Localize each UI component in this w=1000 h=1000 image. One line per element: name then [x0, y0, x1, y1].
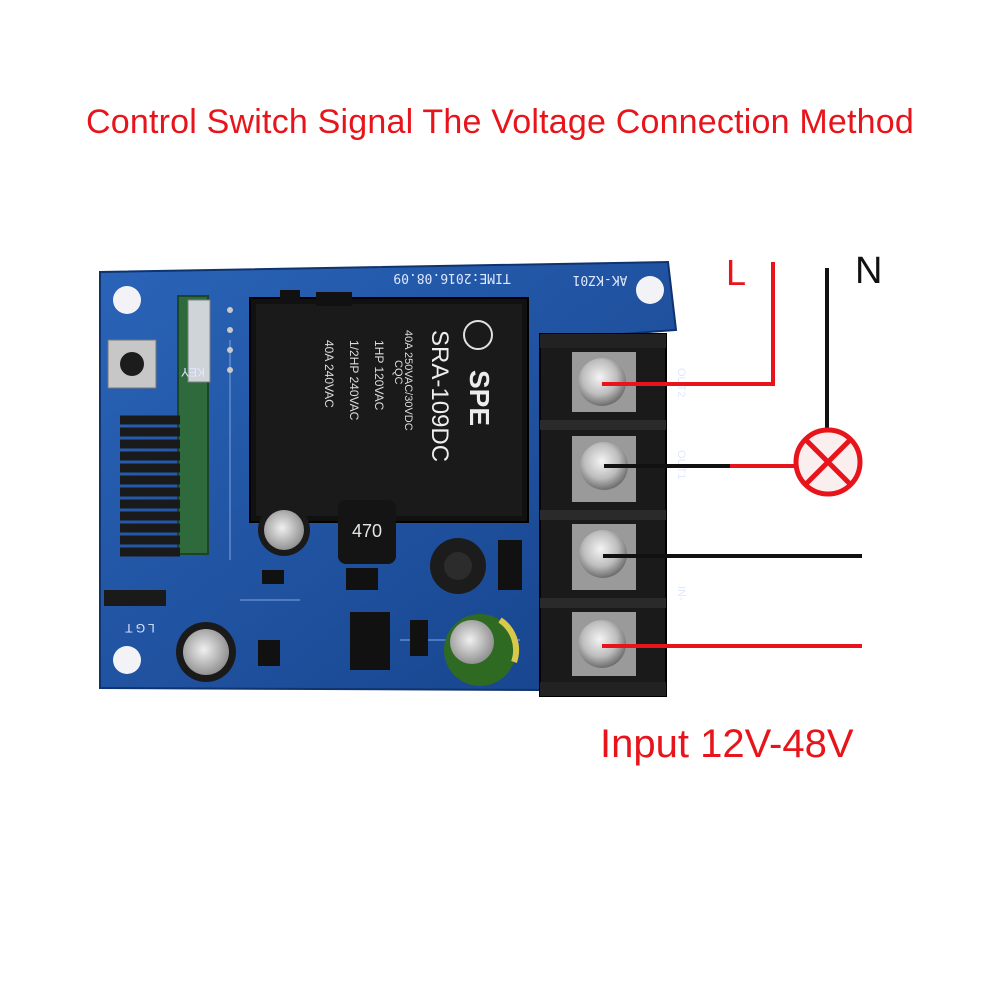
relay-cert: CQC: [392, 360, 404, 385]
board-time-text: TIME:2016.08.09: [393, 270, 510, 285]
inductor: 470: [338, 500, 396, 564]
mount-hole: [636, 276, 664, 304]
board-model-text: AK-KZ01: [573, 272, 628, 287]
mount-hole: [113, 646, 141, 674]
capacitor-green: [444, 614, 520, 686]
capacitor-left: [176, 622, 236, 682]
wires: [602, 262, 862, 648]
lamp-icon: [793, 427, 863, 497]
diagram-title: Control Switch Signal The Voltage Connec…: [86, 103, 914, 141]
relay-rating-4: 40A 240VAC: [322, 340, 336, 408]
relay-brand-logo-icon: [463, 320, 493, 350]
smd-components: [258, 290, 522, 670]
rf-receiver-module: [177, 295, 233, 555]
relay-rating-1: 40A 250VAC/30VDC: [402, 330, 414, 431]
live-wire-label: L: [726, 252, 747, 293]
screw-out1: [572, 436, 636, 502]
capacitor-small: [258, 504, 310, 556]
terminal-label-in-minus: IN-: [675, 586, 687, 601]
terminal-block: OUT2 OUT1 IN- +: [539, 333, 687, 697]
antenna-coil: [120, 415, 180, 557]
relay-rating-2: 1HP 120VAC: [372, 340, 386, 411]
input-voltage-label: Input 12V-48V: [600, 722, 854, 766]
neutral-wire-label: N: [855, 250, 883, 292]
jumper-label: L G T: [125, 621, 155, 635]
relay-rating-3: 1/2HP 240VAC: [347, 340, 361, 421]
key-button: KEY: [107, 339, 205, 389]
live-wire: [602, 262, 775, 386]
jumper-header: L G T: [104, 590, 166, 635]
thermal-sensor: [430, 538, 486, 594]
inductor-code: 470: [352, 521, 382, 541]
relay-model: SRA-109DC: [426, 330, 453, 462]
terminal-label-plus: +: [672, 618, 685, 643]
relay-brand: SPE: [464, 370, 495, 426]
key-label: KEY: [181, 365, 205, 379]
mount-hole: [113, 286, 141, 314]
relay: SPE SRA-109DC 40A 250VAC/30VDC 1HP 120VA…: [249, 297, 529, 523]
